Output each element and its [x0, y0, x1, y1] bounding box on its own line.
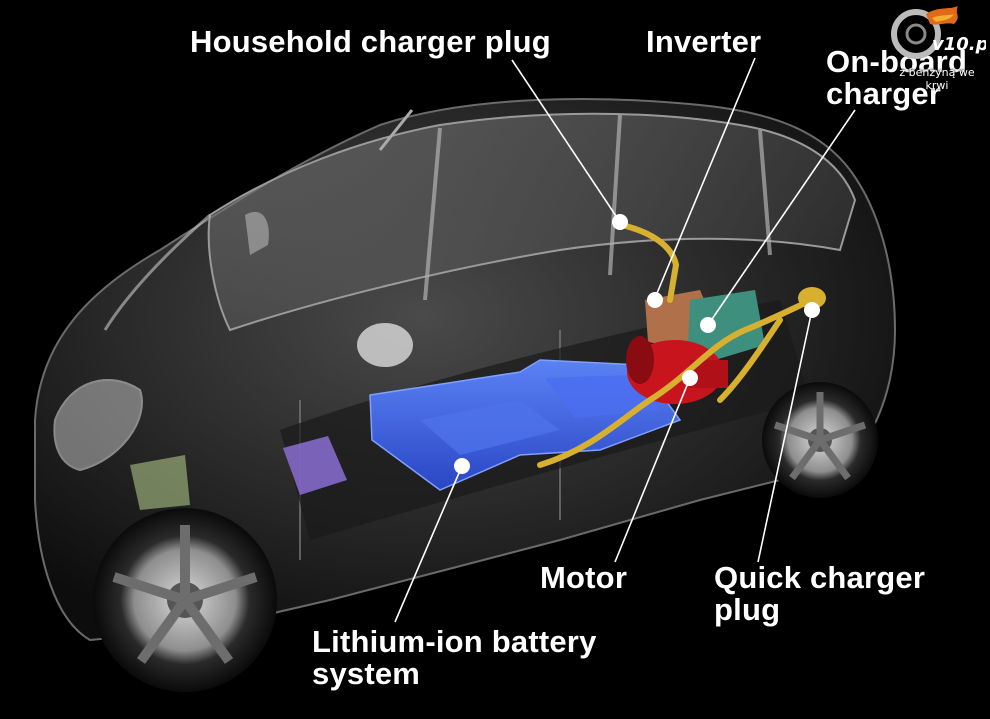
- dot-onboard-charger: [700, 317, 716, 333]
- label-onboard-charger-line2: charger: [826, 76, 942, 111]
- logo-tagline: z benzyną we krwi: [899, 66, 975, 92]
- label-quick-charger-line2: plug: [714, 592, 781, 627]
- battery-pack: [369, 359, 682, 491]
- label-onboard-charger-line1: On-board: [826, 44, 968, 79]
- dot-household-plug: [612, 214, 628, 230]
- label-quick-charger-line1: Quick charger: [714, 560, 926, 595]
- label-battery-line2: system: [312, 656, 421, 691]
- onboard-charger-box: [688, 290, 765, 360]
- label-battery-line1: Lithium-ion battery: [312, 624, 597, 659]
- label-lithium-ion-battery: Lithium-ion battery system: [312, 626, 597, 690]
- dot-battery: [454, 458, 470, 474]
- tire-flame-icon: v10.pl: [891, 6, 990, 59]
- label-onboard-charger: On-board charger: [826, 46, 967, 110]
- dot-motor: [682, 370, 698, 386]
- rear-wheel: [762, 382, 878, 498]
- label-motor: Motor: [540, 560, 628, 595]
- callout-dots: [454, 214, 820, 474]
- logo-name: v10.pl: [932, 34, 986, 55]
- front-wheel: [93, 508, 277, 692]
- label-inverter: Inverter: [646, 24, 762, 59]
- leader-lines: [394, 57, 856, 623]
- quick-charger-socket: [798, 287, 826, 309]
- dot-quick-plug: [804, 302, 820, 318]
- motor-unit: [626, 336, 728, 404]
- v10-logo: v10.pl z benzyną we krwi: [888, 4, 990, 92]
- label-quick-charger-plug: Quick charger plug: [714, 562, 925, 626]
- label-household-charger-plug: Household charger plug: [190, 24, 551, 59]
- dot-inverter: [647, 292, 663, 308]
